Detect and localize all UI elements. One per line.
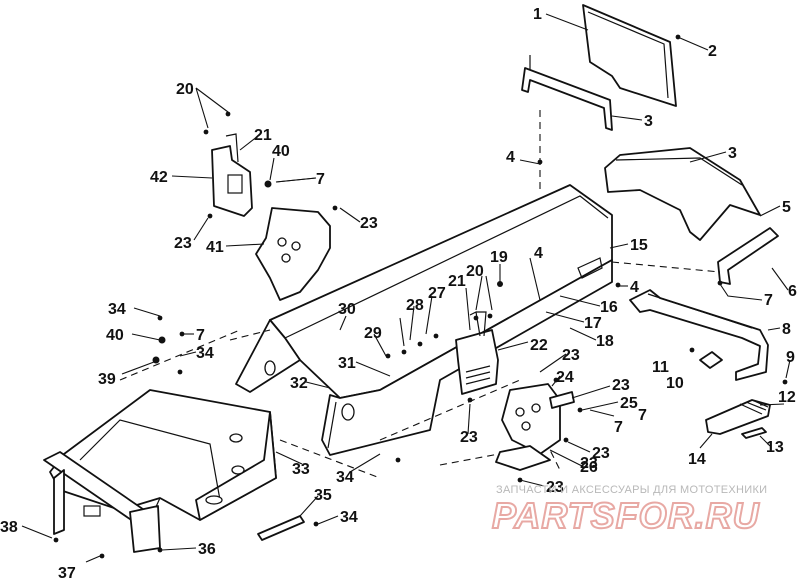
callout-26: 26 xyxy=(580,459,598,476)
part-footwell xyxy=(49,389,277,521)
callout-4c: 4 xyxy=(534,245,543,262)
callout-34a: 34 xyxy=(108,301,126,318)
callout-9: 9 xyxy=(786,349,795,366)
callout-39: 39 xyxy=(98,371,116,388)
callout-4a: 4 xyxy=(506,149,515,166)
callout-7c: 7 xyxy=(196,327,205,344)
callout-20a: 20 xyxy=(176,81,194,98)
callout-23b: 23 xyxy=(174,235,192,252)
callout-15: 15 xyxy=(630,237,648,254)
callout-35: 35 xyxy=(314,487,332,504)
callout-12: 12 xyxy=(778,389,796,406)
part-mount-41 xyxy=(255,207,331,301)
watermark-caption: ЗАПЧАСТИ И АКСЕССУАРЫ ДЛЯ МОТОТЕХНИКИ xyxy=(496,484,767,496)
callout-34b: 34 xyxy=(196,345,214,362)
part-mount-lower xyxy=(495,445,551,471)
callout-4b: 4 xyxy=(630,279,639,296)
part-mount-42 xyxy=(211,133,253,217)
callout-7a: 7 xyxy=(764,292,773,309)
part-mount-22 xyxy=(455,311,499,395)
callout-31: 31 xyxy=(338,355,356,372)
callout-8: 8 xyxy=(782,321,791,338)
callout-23c: 23 xyxy=(562,347,580,364)
callout-23g: 23 xyxy=(460,429,478,446)
part-side-bracket xyxy=(717,227,779,285)
part-handle xyxy=(705,399,771,435)
callout-29: 29 xyxy=(364,325,382,342)
leader-lines xyxy=(21,13,791,563)
callout-21a: 21 xyxy=(254,127,272,144)
fasteners xyxy=(53,34,788,559)
callout-16: 16 xyxy=(600,299,618,316)
callout-30: 30 xyxy=(338,301,356,318)
callout-34c: 34 xyxy=(336,469,354,486)
callout-23d: 23 xyxy=(612,377,630,394)
part-plate xyxy=(699,351,723,369)
callout-23a: 23 xyxy=(360,215,378,232)
callout-23f: 23 xyxy=(546,479,564,496)
callout-23h: 23 xyxy=(580,455,598,472)
callout-18: 18 xyxy=(596,333,614,350)
callout-19: 19 xyxy=(490,249,508,266)
callout-34d: 34 xyxy=(340,509,358,526)
callout-36: 36 xyxy=(198,541,216,558)
callout-1: 1 xyxy=(533,6,542,23)
callout-24: 24 xyxy=(556,369,574,386)
callout-14: 14 xyxy=(688,451,706,468)
watermark: ЗАПЧАСТИ И АКСЕССУАРЫ ДЛЯ МОТОТЕХНИКИ PA… xyxy=(491,484,767,537)
callout-38: 38 xyxy=(0,519,18,536)
callout-42: 42 xyxy=(150,169,168,186)
callout-32: 32 xyxy=(290,375,308,392)
callout-27: 27 xyxy=(428,285,446,302)
callout-40b: 40 xyxy=(106,327,124,344)
callout-33: 33 xyxy=(292,461,310,478)
part-strip xyxy=(741,427,767,439)
callout-3b: 3 xyxy=(728,145,737,162)
callout-22: 22 xyxy=(530,337,548,354)
callout-28: 28 xyxy=(406,297,424,314)
callout-6: 6 xyxy=(788,283,797,300)
part-flap-bracket xyxy=(521,55,613,131)
callout-37: 37 xyxy=(58,565,76,579)
part-strap xyxy=(257,515,305,541)
part-mount-26 xyxy=(501,383,575,455)
callout-2: 2 xyxy=(708,43,717,60)
callout-7d: 7 xyxy=(638,407,647,424)
callout-25: 25 xyxy=(620,395,638,412)
callout-5: 5 xyxy=(782,199,791,216)
callout-21b: 21 xyxy=(448,273,466,290)
callout-11: 11 xyxy=(652,359,669,376)
callout-23e: 23 xyxy=(592,445,610,462)
part-flap xyxy=(582,4,677,107)
callout-labels: 1 2 3 3 4 15 4 4 5 6 7 7 8 9 10 11 12 13… xyxy=(0,6,797,579)
watermark-logo: PARTSFOR.RU xyxy=(492,495,760,536)
callout-17: 17 xyxy=(584,315,602,332)
callout-40a: 40 xyxy=(272,143,290,160)
callout-7b: 7 xyxy=(316,171,325,188)
callout-3a: 3 xyxy=(644,113,653,130)
callout-20b: 20 xyxy=(466,263,484,280)
reference-lines xyxy=(119,110,721,479)
part-rear-cover xyxy=(604,147,761,241)
callout-13: 13 xyxy=(766,439,784,456)
callout-7e: 7 xyxy=(614,419,623,436)
part-bumper xyxy=(629,289,769,381)
callout-41: 41 xyxy=(206,239,224,256)
part-front-rail xyxy=(43,451,161,553)
callout-10: 10 xyxy=(666,375,684,392)
